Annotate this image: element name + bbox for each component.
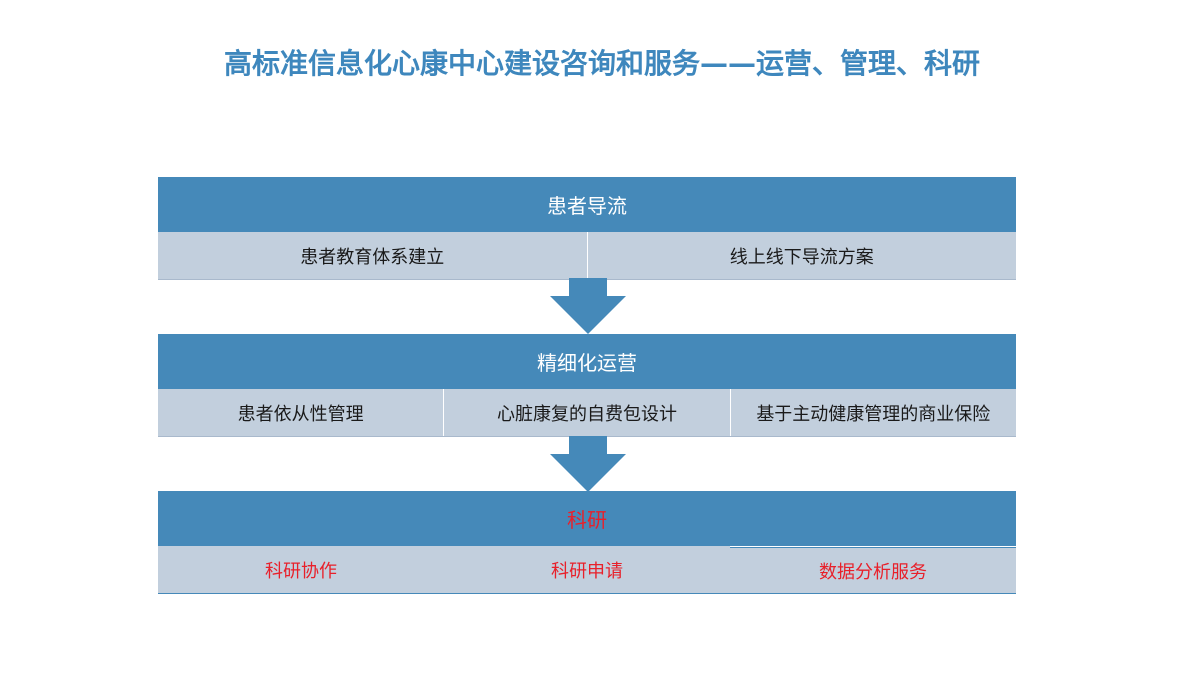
item-commercial-insurance: 基于主动健康管理的商业保险 [730, 389, 1016, 436]
item-research-collaboration: 科研协作 [158, 546, 444, 593]
item-online-offline-guidance: 线上线下导流方案 [587, 232, 1016, 279]
item-research-application: 科研申请 [444, 546, 730, 593]
section-header-research: 科研 [158, 491, 1016, 546]
section-items-research: 科研协作 科研申请 数据分析服务 [158, 546, 1016, 594]
section-header-refined-operation: 精细化运营 [158, 334, 1016, 389]
item-patient-compliance: 患者依从性管理 [158, 389, 445, 436]
item-data-analysis-service: 数据分析服务 [730, 547, 1016, 593]
item-patient-education: 患者教育体系建立 [158, 232, 588, 279]
section-items-refined-operation: 患者依从性管理 心脏康复的自费包设计 基于主动健康管理的商业保险 [158, 389, 1016, 437]
page-title: 高标准信息化心康中心建设咨询和服务——运营、管理、科研 [224, 47, 981, 80]
item-cardiac-rehab-package: 心脏康复的自费包设计 [444, 389, 731, 436]
down-arrow-icon [550, 278, 626, 334]
down-arrow-icon [550, 436, 626, 492]
section-header-patient-guidance: 患者导流 [158, 177, 1016, 232]
section-items-patient-guidance: 患者教育体系建立 线上线下导流方案 [158, 232, 1016, 280]
